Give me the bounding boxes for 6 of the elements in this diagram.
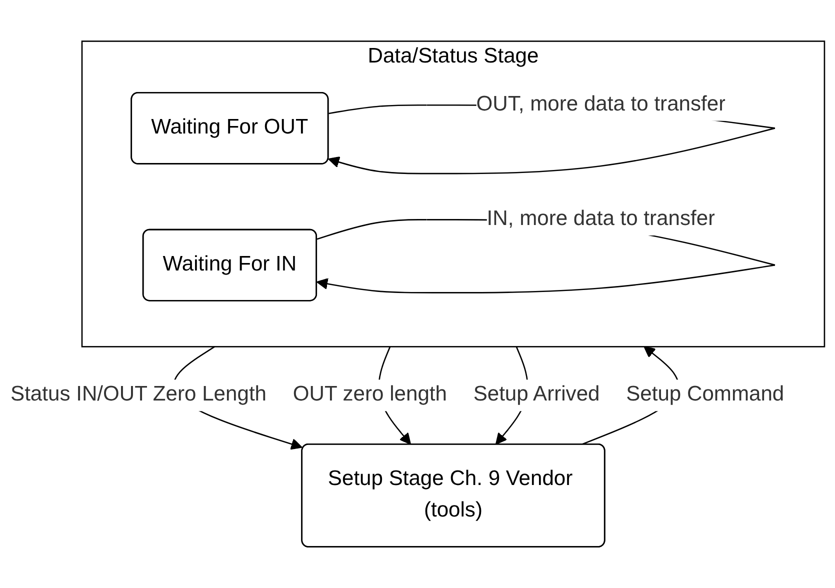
edge-label: OUT, more data to transfer [476,93,726,116]
edge-label: Setup Command [626,384,784,406]
edge-label: IN, more data to transfer [486,208,716,230]
edge-label: Setup Arrived [473,384,600,406]
edge-label: OUT zero length [292,384,447,406]
edge-label: Status IN/OUT Zero Length [10,384,267,406]
